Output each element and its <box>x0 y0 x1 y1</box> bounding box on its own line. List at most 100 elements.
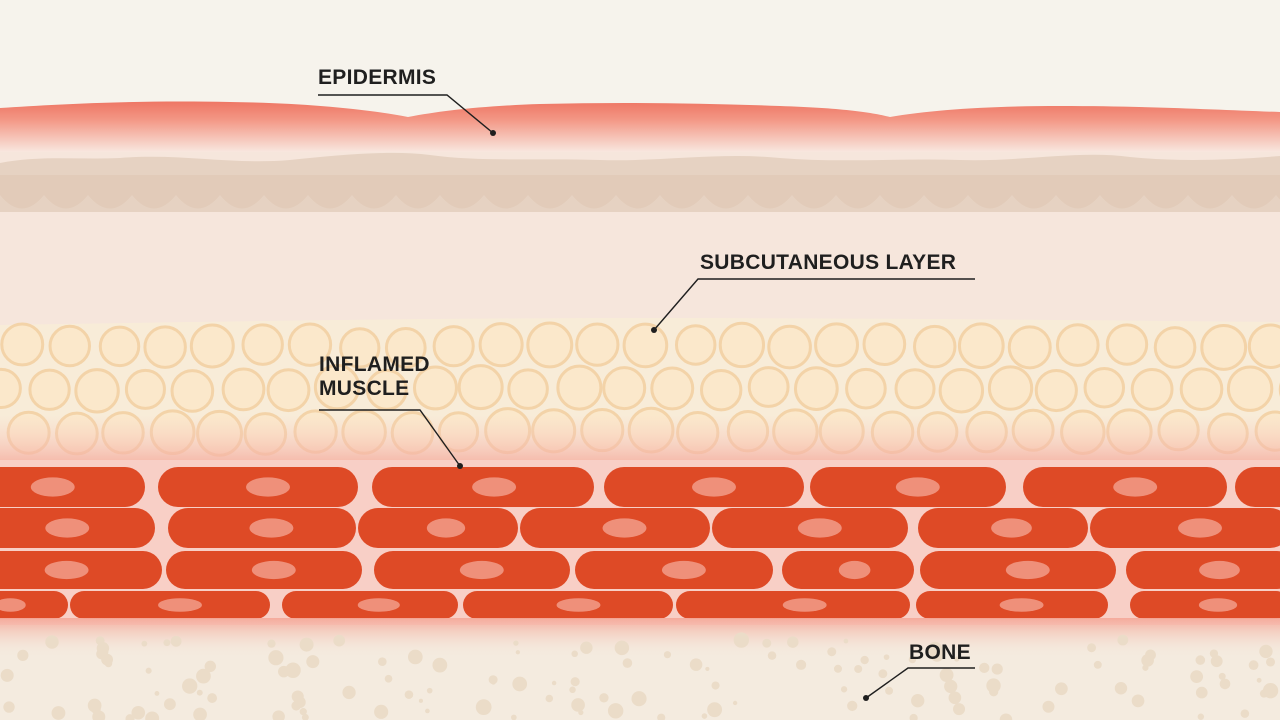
fat-cell <box>718 321 766 369</box>
fat-cell <box>0 322 45 367</box>
bone-pore <box>1114 682 1128 695</box>
muscle-nucleus <box>1199 560 1240 580</box>
fat-cell <box>987 365 1034 411</box>
bone-pore <box>425 708 430 714</box>
bone-pore <box>182 678 198 694</box>
bone-pore <box>551 680 557 686</box>
fat-cell <box>339 327 381 369</box>
fat-cell <box>189 323 235 369</box>
bone-dot <box>863 695 869 701</box>
muscle-nucleus <box>1178 518 1222 538</box>
muscle-nucleus <box>459 560 504 580</box>
muscle-nucleus <box>797 518 842 538</box>
fat-cell <box>74 368 120 414</box>
bone-pore <box>614 640 630 656</box>
bone-pore <box>979 662 990 674</box>
bone-pore <box>1055 682 1068 696</box>
bone-pore <box>131 705 146 720</box>
fat-cell <box>814 322 860 368</box>
fat-cell <box>241 323 284 366</box>
muscle-nucleus <box>895 477 940 497</box>
muscle-nucleus <box>249 518 294 538</box>
fat-cell <box>1083 366 1126 409</box>
bone-pore <box>207 693 218 703</box>
bone-pore <box>163 698 176 711</box>
bone-pore <box>939 668 954 682</box>
bone-pores <box>0 632 1279 720</box>
muscle-nucleus <box>357 598 400 612</box>
bone-pore <box>569 686 576 694</box>
fat-cell <box>1179 367 1224 411</box>
bone-pore <box>622 658 633 668</box>
bone-pore <box>1117 634 1129 646</box>
bone-pore <box>992 666 999 673</box>
bone-pore <box>657 713 666 720</box>
bone-pore <box>607 703 624 719</box>
bone-pore <box>860 655 869 665</box>
bone-pore <box>163 639 171 647</box>
bone-pore <box>762 638 772 648</box>
bone-pore <box>1145 649 1156 661</box>
bone-pore <box>374 704 389 719</box>
bone-pore <box>909 713 918 720</box>
bone-pore <box>911 694 925 708</box>
bone-pore <box>945 682 951 688</box>
bone-pore <box>571 698 585 712</box>
fat-cell <box>1105 323 1149 366</box>
fat-cell <box>365 368 408 411</box>
bone-pore <box>306 655 320 669</box>
bone-pore <box>196 689 203 696</box>
bone-pore <box>475 699 492 716</box>
leader-lines <box>318 94 975 699</box>
bone-pore <box>1265 657 1276 667</box>
bone-pore <box>732 700 738 706</box>
bone-pore <box>833 664 843 673</box>
epidermis-dot <box>490 130 496 136</box>
fat-cell <box>28 368 71 411</box>
bone-pore <box>145 667 152 674</box>
fat-cell <box>1200 324 1248 371</box>
bone-pore <box>515 650 521 655</box>
bone-pore <box>513 640 519 646</box>
bone-pore <box>1256 677 1262 683</box>
bone-pore <box>378 657 387 666</box>
bone-pore <box>827 647 837 657</box>
bone-pore <box>1087 643 1097 653</box>
muscle-leader <box>319 409 461 467</box>
bone-pore <box>1131 694 1145 708</box>
muscle-nucleus <box>251 560 296 580</box>
fat-cell <box>432 325 475 368</box>
bone-pore <box>948 691 962 705</box>
bone-pore <box>1248 660 1259 671</box>
muscle-fiber <box>1235 467 1280 507</box>
subcutaneous-leader <box>653 278 975 331</box>
bone-pore <box>491 680 496 685</box>
bone-pore <box>1195 686 1208 699</box>
bone-pore <box>885 686 894 695</box>
muscle-nucleus <box>472 477 517 497</box>
bone-pore <box>342 685 356 700</box>
epidermis-layer <box>0 101 1280 152</box>
fat-cell <box>221 367 266 412</box>
bone-pore <box>0 668 14 682</box>
fat-cell <box>48 324 92 368</box>
bone-pore <box>580 641 593 654</box>
bone-pore <box>663 651 672 659</box>
fat-cell <box>412 365 458 411</box>
fat-cell <box>845 367 887 410</box>
fat-cell <box>912 324 957 369</box>
fat-cell <box>1130 367 1174 411</box>
bone-pore <box>999 713 1013 720</box>
fat-cell <box>793 366 839 411</box>
bone-pore <box>1219 678 1231 690</box>
fat-cell <box>747 366 790 408</box>
fat-cell <box>1247 323 1280 369</box>
fat-cell <box>938 368 985 414</box>
fat-cell <box>313 363 361 411</box>
bone-pore <box>204 660 217 673</box>
bone-pore <box>1259 644 1273 659</box>
bone-pore <box>145 711 160 720</box>
bone-pore <box>407 649 423 665</box>
bone-pore <box>953 703 966 716</box>
bone-pore <box>878 669 888 679</box>
